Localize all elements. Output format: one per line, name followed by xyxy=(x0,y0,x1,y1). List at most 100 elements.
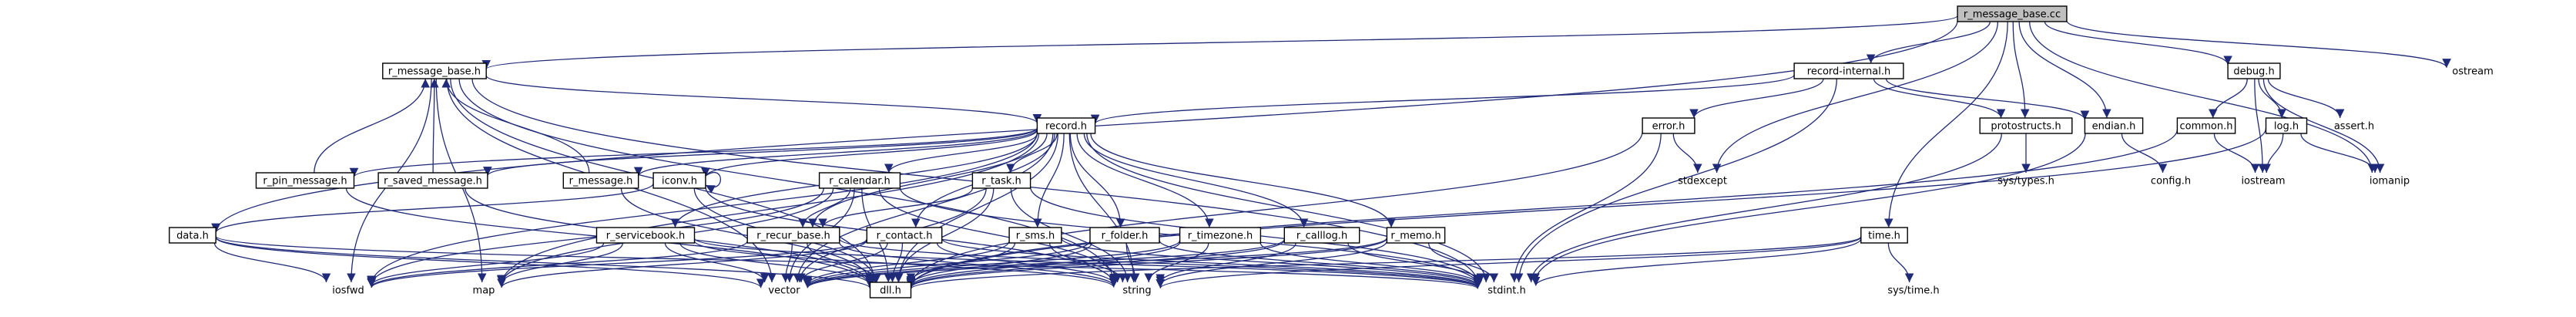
node-stdexcept: stdexcept xyxy=(1678,176,1727,187)
edge-r-servicebook-h-to-dll-h xyxy=(679,242,875,286)
node-debug-h[interactable]: debug.h xyxy=(2227,62,2281,79)
node-label: r_message_base.h xyxy=(388,66,481,78)
node-label: error.h xyxy=(1652,121,1685,133)
node-error-h[interactable]: error.h xyxy=(1642,117,1696,134)
node-box xyxy=(2084,117,2144,134)
node-r-contact-h[interactable]: r_contact.h xyxy=(866,227,943,244)
node-config-h: config.h xyxy=(2151,176,2191,187)
edge-r-message-base-cc-to-stdexcept xyxy=(1712,21,1999,174)
node-endian-h[interactable]: endian.h xyxy=(2084,117,2144,134)
edge-error-h-to-stdexcept xyxy=(1672,133,1702,174)
node-box xyxy=(1860,227,1908,244)
node-r-memo-h[interactable]: r_memo.h xyxy=(1386,227,1446,244)
nodes-layer: r_message_base.cc r_message_base.h record-… xyxy=(169,5,2494,298)
edge-r-memo-h-to-vector xyxy=(803,237,1388,288)
edge-r-calllog-h-to-string xyxy=(1156,242,1296,284)
edge-record-h-to-r-message-h xyxy=(634,129,1038,177)
edge-iconv-h-to-iconv-h xyxy=(705,171,721,194)
node-box xyxy=(2227,62,2281,79)
node-label: vector xyxy=(768,285,800,297)
node-r-pin-message-h[interactable]: r_pin_message.h xyxy=(255,172,355,189)
edge-r-folder-h-to-string xyxy=(1125,242,1140,283)
node-r-recur-base-h[interactable]: r_recur_base.h xyxy=(746,227,840,244)
edge-record-internal-h-to-stdint-h xyxy=(1514,78,1838,283)
edge-r-task-h-to-string xyxy=(1010,187,1132,283)
node-box xyxy=(869,282,912,298)
edge-record-h-to-r-task-h xyxy=(1006,133,1058,174)
node-r-folder-h[interactable]: r_folder.h xyxy=(1089,227,1160,244)
edge-time-h-to-sys-time-h xyxy=(1887,242,1914,283)
node-r-message-h[interactable]: r_message.h xyxy=(562,172,639,189)
node-log-h[interactable]: log.h xyxy=(2265,117,2308,134)
edge-record-h-to-map xyxy=(497,133,1040,285)
edge-record-h-to-stdint-h xyxy=(1086,133,1491,283)
node-label: r_calendar.h xyxy=(829,176,891,187)
edge-log-h-to-iomanip xyxy=(2300,133,2380,174)
node-ostream: ostream xyxy=(2452,66,2494,78)
node-box xyxy=(562,172,639,189)
node-label: ostream xyxy=(2452,66,2494,78)
node-r-calllog-h[interactable]: r_calllog.h xyxy=(1283,227,1360,244)
node-iostream: iostream xyxy=(2241,176,2285,187)
node-r-message-base-h[interactable]: r_message_base.h xyxy=(382,62,487,79)
node-r-calendar-h[interactable]: r_calendar.h xyxy=(818,172,901,189)
node-record-h[interactable]: record.h xyxy=(1036,117,1096,134)
node-label: sys/time.h xyxy=(1887,285,1939,297)
edge-data-h-to-iosfwd xyxy=(213,242,331,283)
edge-time-h-to-string xyxy=(1156,236,1862,289)
node-record-internal-h[interactable]: record-internal.h xyxy=(1793,62,1904,79)
node-label: r_memo.h xyxy=(1390,231,1441,242)
edge-record-h-to-r-memo-h xyxy=(1090,133,1396,228)
node-common-h[interactable]: common.h xyxy=(2176,117,2236,134)
node-label: assert.h xyxy=(2334,121,2374,133)
node-iosfwd: iosfwd xyxy=(332,285,364,297)
edge-record-h-to-r-recur-base-h xyxy=(808,133,1048,228)
edge-debug-h-to-log-h xyxy=(2258,78,2286,119)
node-r-timezone-h[interactable]: r_timezone.h xyxy=(1179,227,1262,244)
edge-r-saved-message-h-to-r-message-base-h xyxy=(430,78,439,174)
node-label: sys/types.h xyxy=(1997,176,2054,187)
edge-endian-h-to-config-h xyxy=(2121,133,2168,174)
edge-record-h-to-dll-h xyxy=(894,133,1058,283)
edge-r-task-h-to-dll-h xyxy=(894,187,995,283)
node-r-message-base-cc[interactable]: r_message_base.cc xyxy=(1957,5,2068,22)
node-box xyxy=(1957,5,2068,22)
node-box xyxy=(1283,227,1360,244)
edge-r-memo-h-to-string xyxy=(1156,241,1388,286)
node-data-h[interactable]: data.h xyxy=(169,227,216,244)
node-label: endian.h xyxy=(2092,121,2136,133)
edge-debug-h-to-common-h xyxy=(2208,78,2248,119)
node-box xyxy=(1642,117,1696,134)
node-protostructs-h[interactable]: protostructs.h xyxy=(1979,117,2073,134)
node-label: iomanip xyxy=(2370,176,2410,187)
node-time-h[interactable]: time.h xyxy=(1860,227,1908,244)
edge-endian-h-to-stdint-h xyxy=(1531,133,2086,283)
node-label: protostructs.h xyxy=(1991,121,2061,133)
edge-record-h-to-iosfwd xyxy=(367,132,1038,285)
node-label: dll.h xyxy=(880,285,901,297)
edge-r-contact-h-to-stdint-h xyxy=(941,238,1482,288)
edge-debug-h-to-iomanip xyxy=(2262,78,2385,174)
node-r-saved-message-h[interactable]: r_saved_message.h xyxy=(377,172,488,189)
node-dll-h[interactable]: dll.h xyxy=(869,282,912,298)
node-string: string xyxy=(1122,285,1151,297)
node-box xyxy=(1793,62,1904,79)
node-box xyxy=(1036,117,1096,134)
node-map: map xyxy=(473,285,495,297)
edge-record-h-to-r-saved-message-h xyxy=(483,127,1038,177)
node-stdint-h: stdint.h xyxy=(1488,285,1525,297)
edge-time-h-to-dll-h xyxy=(907,236,1862,290)
node-label: r_timezone.h xyxy=(1188,231,1253,242)
edge-record-h-to-r-calendar-h xyxy=(884,133,1038,174)
node-r-sms-h[interactable]: r_sms.h xyxy=(1008,227,1062,244)
edge-record-internal-h-to-record-h xyxy=(1091,74,1795,124)
node-r-servicebook-h[interactable]: r_servicebook.h xyxy=(595,227,696,244)
node-label: r_contact.h xyxy=(877,231,933,242)
node-box xyxy=(971,172,1031,189)
node-r-task-h[interactable]: r_task.h xyxy=(971,172,1031,189)
edge-r-folder-h-to-vector xyxy=(803,240,1091,287)
edge-log-h-to-iostream xyxy=(2262,133,2284,174)
node-label: r_saved_message.h xyxy=(384,176,482,187)
node-iconv-h[interactable]: iconv.h xyxy=(652,172,706,189)
node-label: data.h xyxy=(176,231,209,242)
